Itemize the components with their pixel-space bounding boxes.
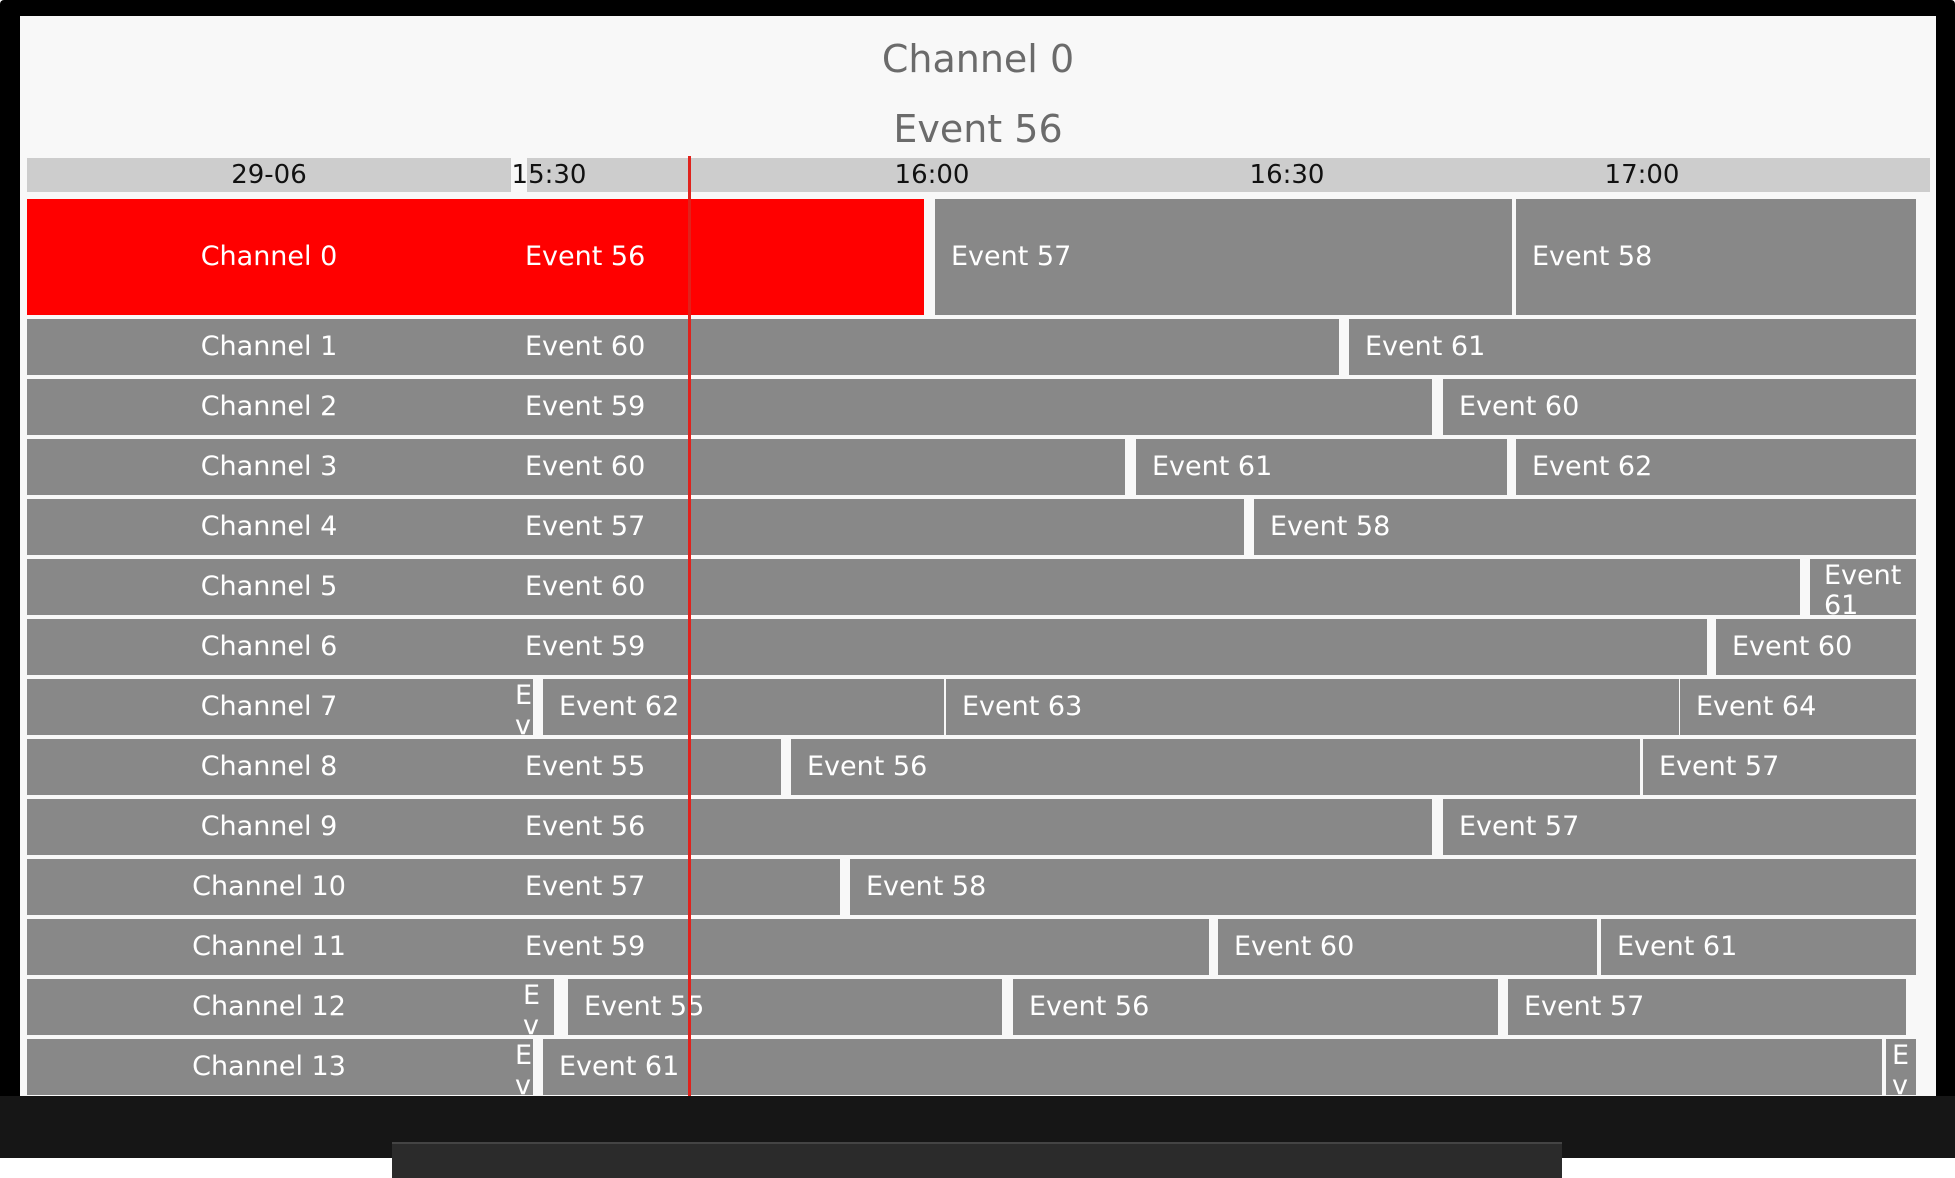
channel-cell[interactable]: Channel 13 (27, 1039, 511, 1095)
epg-screen: Channel 0 Event 56 29-06 15:30 16:00 16:… (20, 16, 1936, 1096)
channel-cell[interactable]: Channel 9 (27, 799, 511, 855)
program-cell[interactable]: Event 55 (568, 979, 1002, 1035)
program-cell[interactable]: Event 60 (509, 319, 1339, 375)
program-cell[interactable]: Event 58 (1516, 199, 1916, 315)
program-cell[interactable]: Event 61 (1136, 439, 1507, 495)
program-cell[interactable]: Event 57 (935, 199, 1512, 315)
program-cell[interactable]: Event 62 (543, 679, 944, 735)
channel-cell[interactable]: Channel 4 (27, 499, 511, 555)
tv-stand (392, 1142, 1562, 1178)
program-cell[interactable]: Event 64 (1680, 679, 1916, 735)
time-tick: 15:30 (511, 160, 587, 190)
channel-cell[interactable]: Channel 0 (27, 199, 511, 315)
program-cell[interactable]: Event 60 (1218, 919, 1597, 975)
current-time-line (688, 156, 691, 1096)
program-cell[interactable]: Event 61 (543, 1039, 1882, 1095)
program-cell[interactable]: Event 60 (509, 1039, 533, 1095)
channel-cell[interactable]: Channel 6 (27, 619, 511, 675)
channel-cell[interactable]: Channel 1 (27, 319, 511, 375)
program-cell[interactable]: Event 56 (509, 199, 924, 315)
program-cell[interactable]: Event 62 (1886, 1039, 1916, 1095)
program-cell[interactable]: Event 57 (1443, 799, 1916, 855)
channel-cell[interactable]: Channel 12 (27, 979, 511, 1035)
program-cell[interactable]: Event 56 (509, 799, 1432, 855)
program-cell[interactable]: Event 60 (509, 439, 1125, 495)
program-cell[interactable]: Event 58 (1254, 499, 1916, 555)
channel-cell[interactable]: Channel 2 (27, 379, 511, 435)
time-tick: 16:30 (1249, 160, 1325, 190)
program-cell[interactable]: Event 61 (1810, 559, 1916, 615)
program-cell[interactable]: Event 60 (1443, 379, 1916, 435)
timebar-date: 29-06 (27, 158, 511, 192)
program-cell[interactable]: Event 57 (509, 859, 840, 915)
selected-event-title: Event 56 (893, 107, 1063, 151)
selected-channel-title: Channel 0 (881, 37, 1075, 81)
channel-cell[interactable]: Channel 11 (27, 919, 511, 975)
channel-cell[interactable]: Channel 7 (27, 679, 511, 735)
program-cell[interactable]: Event 59 (509, 919, 1209, 975)
timebar: 15:30 16:00 16:30 17:00 (512, 158, 1930, 192)
program-cell[interactable]: Event 56 (1013, 979, 1498, 1035)
program-cell[interactable]: Event 54 (509, 979, 554, 1035)
program-cell[interactable]: Event 61 (509, 679, 533, 735)
program-cell[interactable]: Event 61 (1349, 319, 1916, 375)
channel-cell[interactable]: Channel 10 (27, 859, 511, 915)
program-cell[interactable]: Event 59 (509, 379, 1432, 435)
time-tick: 16:00 (894, 160, 970, 190)
program-cell[interactable]: Event 56 (791, 739, 1640, 795)
channel-cell[interactable]: Channel 3 (27, 439, 511, 495)
program-cell[interactable]: Event 61 (1601, 919, 1916, 975)
program-cell[interactable]: Event 58 (850, 859, 1916, 915)
program-cell[interactable]: Event 55 (509, 739, 781, 795)
program-cell[interactable]: Event 62 (1516, 439, 1916, 495)
program-cell[interactable]: Event 57 (1508, 979, 1906, 1035)
program-cell[interactable]: Event 60 (1716, 619, 1916, 675)
channel-cell[interactable]: Channel 8 (27, 739, 511, 795)
program-cell[interactable]: Event 63 (946, 679, 1679, 735)
channel-cell[interactable]: Channel 5 (27, 559, 511, 615)
time-tick: 17:00 (1604, 160, 1680, 190)
program-cell[interactable]: Event 57 (509, 499, 1244, 555)
program-cell[interactable]: Event 59 (509, 619, 1707, 675)
program-cell[interactable]: Event 57 (1643, 739, 1916, 795)
program-cell[interactable]: Event 60 (509, 559, 1800, 615)
